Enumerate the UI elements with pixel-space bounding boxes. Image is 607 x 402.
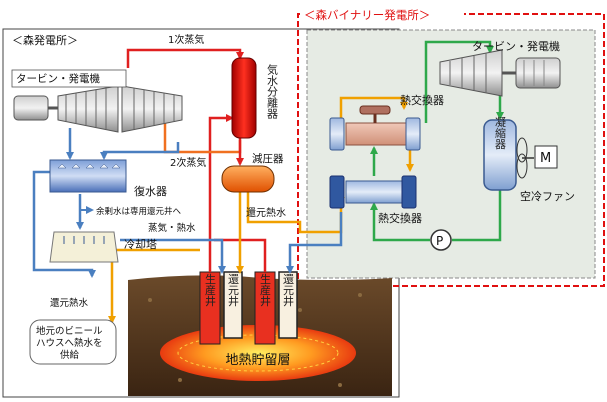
motor-box	[534, 145, 558, 169]
steam-separator	[231, 57, 257, 139]
turbine-generator-left	[13, 85, 183, 133]
cooling-tower-label: 冷却塔	[124, 238, 157, 251]
production-steam-pipe-1	[208, 114, 234, 272]
condenser-main-label: 復水器	[134, 185, 167, 198]
condenser-bypass-pipe	[32, 170, 96, 278]
generator-right	[515, 57, 561, 89]
greenhouse-box	[29, 319, 117, 365]
reinjection-well-label-1: 還元井	[227, 273, 240, 307]
steam2-to-condenser	[100, 142, 180, 160]
turbine-left-a	[57, 85, 119, 133]
production-well-label-1: 生産井	[204, 272, 217, 307]
condenser-to-pump-pipe	[452, 190, 502, 242]
well-group-left	[199, 271, 298, 345]
binary-title-bg	[300, 6, 464, 22]
reservoir-label: 地熱貯留層	[225, 353, 290, 368]
production-steam-pipe-2	[214, 238, 267, 272]
heat-exchanger-top	[329, 105, 421, 151]
hx-bottom-label: 熱交換器	[378, 211, 422, 225]
turbine-left-label: タービン・発電機	[16, 72, 100, 85]
turbine-left-b	[121, 85, 183, 133]
production-well-label-2: 生産井	[259, 272, 272, 307]
mori-plant-title: ＜森発電所＞	[12, 33, 78, 47]
condenser-main	[49, 159, 127, 193]
air-fan-label: 空冷ファン	[520, 189, 575, 203]
decompressor-label: 減圧器	[252, 152, 284, 165]
reinjection-well-label-2: 還元井	[282, 273, 295, 307]
binary-condenser-label: 凝縮器	[494, 115, 507, 150]
binary-return-pipe	[286, 212, 343, 274]
pump	[430, 229, 452, 251]
binary-vapor-pipe	[424, 40, 494, 123]
steam-1-pipe	[126, 48, 244, 68]
steam-2-label: 2次蒸気	[170, 156, 206, 169]
binary-condenser	[483, 119, 517, 191]
steam-hot-water-label: 蒸気・熱水	[148, 222, 196, 234]
decompressor	[221, 165, 275, 193]
steam-1-label: 1次蒸気	[168, 33, 204, 46]
hot-water-hx-top-pipe	[339, 96, 408, 123]
heat-exchanger-bottom	[329, 175, 417, 209]
greenhouse-label: 地元のビニール ハウスへ熱水を 供給	[36, 325, 106, 361]
return-water-left-label: 還元熱水	[50, 297, 89, 309]
turbine-right-label: タービン・発電機	[472, 39, 560, 53]
steam-2-pipe	[156, 116, 242, 154]
cooling-tower	[49, 231, 119, 263]
hx-top-label: 熱交換器	[400, 93, 444, 107]
motor-label: M	[540, 151, 551, 166]
pump-label: P	[436, 234, 443, 248]
binary-plant-title: ＜森バイナリー発電所＞	[304, 8, 430, 22]
reinjection-well-1	[223, 271, 243, 339]
cooling-return-pipe	[120, 238, 226, 274]
pump-to-hx-pipe	[370, 202, 430, 242]
turbine-generator-right	[439, 49, 561, 97]
separator-label: 気水分離器	[266, 63, 279, 120]
generator-left	[13, 95, 49, 121]
surplus-water-note: 余剰水は専用還元井へ	[96, 206, 182, 217]
return-water-center-label: 還元熱水	[246, 206, 286, 219]
air-cooling-fan	[516, 137, 534, 179]
